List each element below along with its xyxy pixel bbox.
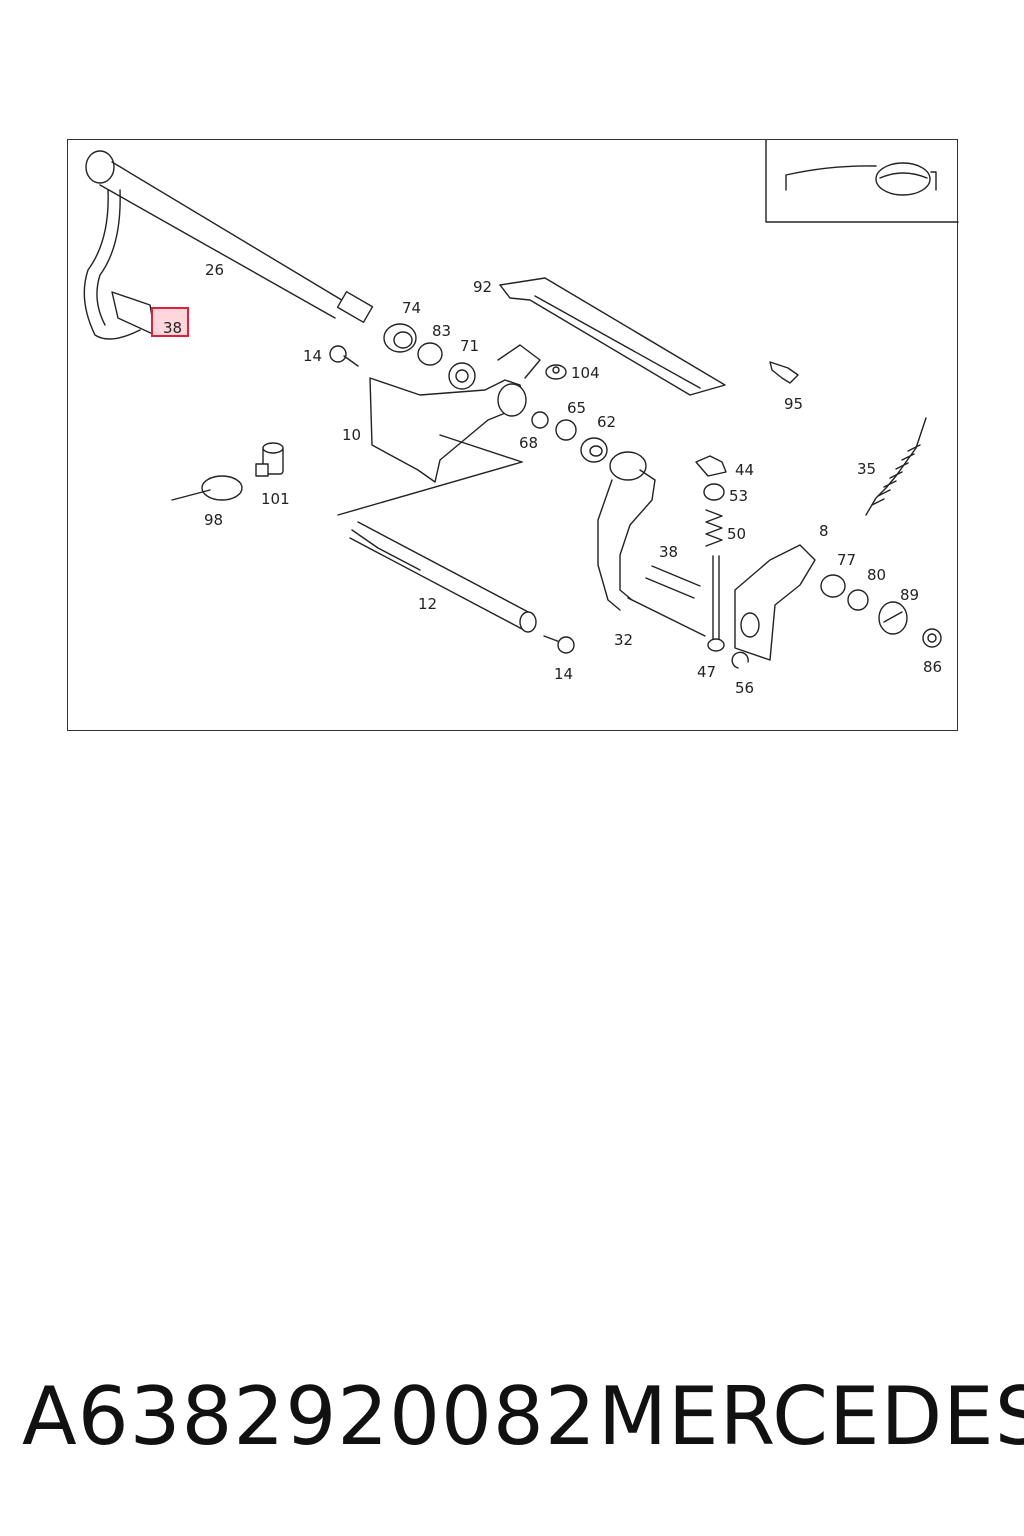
spring-50 bbox=[705, 509, 723, 547]
bushing-89 bbox=[878, 601, 908, 635]
callout-89: 89 bbox=[900, 586, 919, 604]
pedal-pad-38-lower bbox=[645, 565, 701, 599]
callout-62: 62 bbox=[597, 413, 616, 431]
bolt-14-top bbox=[329, 345, 359, 367]
callout-12: 12 bbox=[418, 595, 437, 613]
circlip-68 bbox=[531, 411, 549, 429]
cable-tie-98 bbox=[171, 475, 243, 501]
callout-53: 53 bbox=[729, 487, 748, 505]
callout-95: 95 bbox=[784, 395, 803, 413]
callout-32: 32 bbox=[614, 631, 633, 649]
bearing-74 bbox=[383, 323, 417, 353]
highlight-box bbox=[151, 307, 189, 337]
callout-8: 8 bbox=[819, 522, 829, 540]
bracket-strip-92 bbox=[499, 277, 726, 396]
brand-name: MERCEDES bbox=[598, 1370, 1024, 1463]
callout-38-lower: 38 bbox=[659, 543, 678, 561]
bearing-77 bbox=[820, 574, 846, 598]
callout-74: 74 bbox=[402, 299, 421, 317]
bracket-8 bbox=[734, 544, 816, 661]
callout-44: 44 bbox=[735, 461, 754, 479]
push-rod-47 bbox=[707, 555, 725, 652]
cap-53 bbox=[703, 483, 725, 501]
callout-38-highlighted: 38 bbox=[163, 319, 182, 337]
footer: A6382920082 MERCEDES bbox=[0, 1372, 1024, 1462]
circlip-65 bbox=[555, 419, 577, 441]
callout-92: 92 bbox=[473, 278, 492, 296]
tube-12 bbox=[349, 521, 537, 633]
bolt-14-bottom bbox=[543, 635, 575, 654]
clip-44 bbox=[695, 455, 727, 477]
callout-26: 26 bbox=[205, 261, 224, 279]
callout-83: 83 bbox=[432, 322, 451, 340]
callout-50: 50 bbox=[727, 525, 746, 543]
callout-47: 47 bbox=[697, 663, 716, 681]
parts-diagram: 26 38 74 83 71 92 14 104 95 10 68 65 62 … bbox=[83, 139, 959, 697]
bearing-62 bbox=[580, 437, 608, 463]
parts-diagram-frame bbox=[67, 139, 958, 731]
callout-10: 10 bbox=[342, 426, 361, 444]
nut-104 bbox=[545, 364, 567, 380]
callout-14-top: 14 bbox=[303, 347, 322, 365]
tension-spring-35 bbox=[865, 417, 927, 516]
brake-pedal-32 bbox=[597, 451, 706, 637]
callout-labels: 26 38 74 83 71 92 14 104 95 10 68 65 62 … bbox=[163, 261, 942, 697]
callout-68: 68 bbox=[519, 434, 538, 452]
callout-80: 80 bbox=[867, 566, 886, 584]
clip-95 bbox=[769, 361, 799, 384]
callout-98: 98 bbox=[204, 511, 223, 529]
callout-104: 104 bbox=[571, 364, 600, 382]
steering-wheel-icon bbox=[765, 139, 959, 223]
callout-14-bottom: 14 bbox=[554, 665, 573, 683]
circlip-56 bbox=[731, 651, 749, 669]
callout-56: 56 bbox=[735, 679, 754, 697]
callout-77: 77 bbox=[837, 551, 856, 569]
callout-86: 86 bbox=[923, 658, 942, 676]
switch-101 bbox=[255, 442, 284, 477]
pedal-bracket-10 bbox=[337, 344, 541, 516]
callout-101: 101 bbox=[261, 490, 290, 508]
part-number: A6382920082 bbox=[22, 1370, 597, 1463]
nut-86 bbox=[922, 628, 942, 648]
callout-65: 65 bbox=[567, 399, 586, 417]
clutch-pedal-shaft bbox=[83, 150, 374, 340]
callout-35: 35 bbox=[857, 460, 876, 478]
circlip-83 bbox=[417, 342, 443, 366]
circlip-80 bbox=[847, 589, 869, 611]
callout-71: 71 bbox=[460, 337, 479, 355]
bushing-71 bbox=[448, 362, 476, 390]
